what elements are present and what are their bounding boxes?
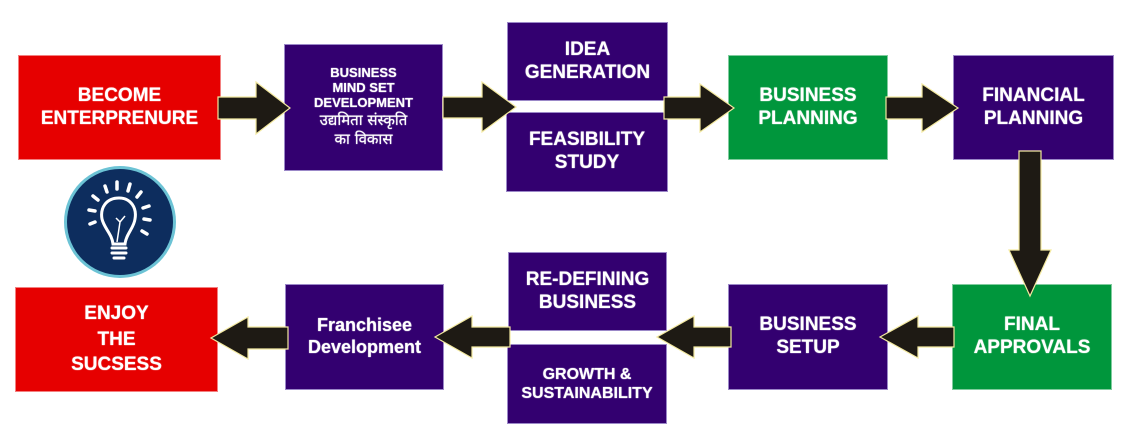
step-text-line: BUSINESS	[759, 84, 857, 106]
step-text-line: GENERATION	[524, 61, 651, 83]
step-text-line: ENJOY	[84, 303, 149, 325]
step-text-line: DEVELOPMENT	[314, 95, 413, 111]
step-feasibility-study: FEASIBILITY STUDY	[506, 112, 668, 192]
step-text-line: FEASIBILITY	[528, 129, 646, 151]
arrow-right-icon	[885, 82, 960, 134]
step-text-line: ENTERPRENURE	[40, 107, 199, 129]
step-text-line: BUSINESS	[759, 314, 857, 336]
arrow-left-icon	[433, 314, 511, 360]
step-text-line: BUSINESS	[538, 291, 637, 313]
step-redefining-business: RE-DEFINING BUSINESS	[508, 252, 667, 331]
step-text-line: MIND SET	[332, 80, 395, 96]
step-business-setup: BUSINESS SETUP	[728, 284, 888, 390]
step-text-line: APPROVALS	[973, 337, 1091, 358]
arrow-right-icon	[217, 80, 291, 136]
step-text-line: SETUP	[776, 337, 840, 358]
arrow-left-icon	[655, 314, 732, 360]
step-become-entrepreneur: BECOME ENTERPRENURE	[18, 55, 221, 160]
step-text-line: FINANCIAL	[982, 84, 1085, 106]
step-text-line: RE-DEFINING	[525, 268, 650, 290]
step-text-line: Franchisee	[316, 315, 413, 336]
step-text-line: GROWTH &	[542, 365, 632, 383]
arrow-left-icon	[209, 315, 289, 361]
step-text-line: SUCSESS	[71, 354, 162, 376]
arrow-left-icon	[878, 314, 955, 360]
step-hindi-line: उद्यमिता संस्कृति	[319, 111, 408, 130]
step-business-planning: BUSINESS PLANNING	[728, 55, 888, 160]
step-financial-planning: FINANCIAL PLANNING	[953, 55, 1114, 160]
step-text-line: SUSTAINABILITY	[521, 385, 653, 402]
step-text-line: Development	[307, 337, 422, 357]
arrow-right-icon	[663, 82, 736, 134]
step-text-line: STUDY	[554, 152, 620, 173]
step-enjoy-success: ENJOY THE SUCSESS	[15, 287, 218, 392]
step-text-line: BUSINESS	[330, 65, 397, 81]
step-final-approvals: FINAL APPROVALS	[952, 284, 1112, 390]
step-growth-sustainability: GROWTH & SUSTAINABILITY	[507, 344, 667, 424]
step-text-line: IDEA	[564, 38, 611, 60]
step-text-line: FINAL	[1004, 314, 1060, 336]
arrow-right-icon	[442, 80, 518, 134]
step-text-line: BECOME	[77, 84, 162, 106]
step-idea-generation: IDEA GENERATION	[507, 22, 668, 101]
lightbulb-icon	[64, 166, 176, 278]
step-hindi-line: का विकास	[334, 129, 393, 148]
step-text-line: THE	[97, 328, 136, 350]
arrow-down-icon	[1008, 150, 1052, 298]
step-text-line: PLANNING	[983, 107, 1084, 129]
step-franchisee-development: Franchisee Development	[285, 284, 444, 390]
step-text-line: PLANNING	[758, 107, 858, 129]
